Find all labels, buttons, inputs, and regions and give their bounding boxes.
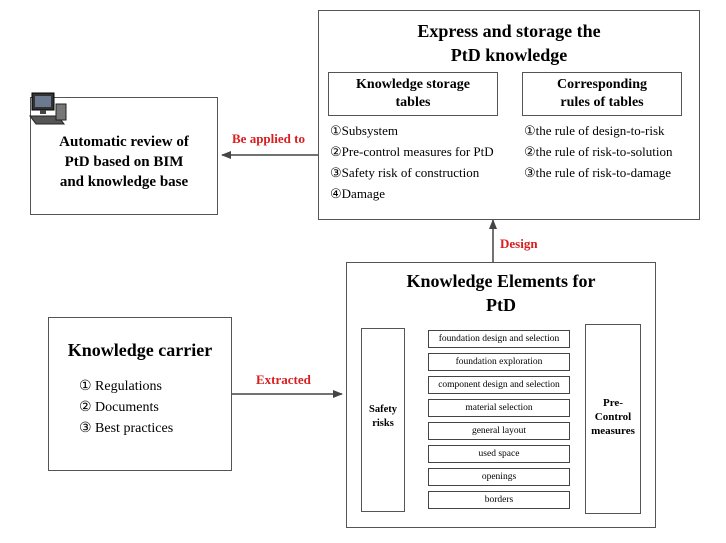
- design-label: Design: [500, 236, 538, 251]
- storage-item: ②Pre-control measures for PtD: [330, 144, 494, 159]
- express-title-line2: PtD knowledge: [450, 45, 568, 65]
- safety-risks-label: Safety risks: [369, 404, 397, 429]
- pre-control-label-line2: Control: [594, 411, 632, 423]
- rules-header-line2: rules of tables: [560, 95, 644, 110]
- rules-header-line1: Corresponding: [557, 77, 647, 92]
- review-line2: PtD based on BIM: [64, 154, 184, 170]
- element-item: openings: [428, 468, 570, 486]
- storage-item: ①Subsystem: [330, 123, 398, 138]
- storage-item: ③Safety risk of construction: [330, 165, 480, 180]
- carrier-title: Knowledge carrier: [67, 340, 213, 360]
- storage-header-line1: Knowledge storage: [356, 77, 470, 92]
- pre-control-column: Pre- Control measures: [585, 324, 641, 514]
- element-item: general layout: [428, 422, 570, 440]
- carrier-item: ① Regulations: [79, 379, 162, 394]
- carrier-item: ③ Best practices: [79, 421, 174, 436]
- element-item: borders: [428, 491, 570, 509]
- pre-control-label-line1: Pre-: [603, 397, 623, 409]
- extracted-label: Extracted: [256, 372, 311, 387]
- rules-list: ①the rule of design-to-risk ②the rule of…: [524, 120, 673, 183]
- storage-header-line2: tables: [395, 95, 431, 110]
- storage-item: ④Damage: [330, 186, 385, 201]
- storage-tables-list: ①Subsystem ②Pre-control measures for PtD…: [330, 120, 494, 204]
- elements-title-line1: Knowledge Elements for: [406, 271, 596, 291]
- pre-control-label-line3: measures: [591, 425, 635, 437]
- rule-item: ②the rule of risk-to-solution: [524, 144, 673, 159]
- element-item: foundation design and selection: [428, 330, 570, 348]
- applied-label: Be applied to: [232, 131, 305, 146]
- carrier-item: ② Documents: [79, 400, 159, 415]
- review-line1: Automatic review of: [59, 134, 189, 150]
- computer-icon: [29, 92, 67, 125]
- express-title-line1: Express and storage the: [417, 21, 601, 41]
- rule-item: ①the rule of design-to-risk: [524, 123, 665, 138]
- element-item: component design and selection: [428, 376, 570, 394]
- storage-tables-header: Knowledge storage tables: [328, 72, 498, 116]
- elements-title-line2: PtD: [486, 295, 516, 315]
- rules-header: Corresponding rules of tables: [522, 72, 682, 116]
- element-item: used space: [428, 445, 570, 463]
- safety-risks-column: Safety risks: [361, 328, 405, 512]
- carrier-list: ① Regulations ② Documents ③ Best practic…: [79, 376, 173, 439]
- rule-item: ③the rule of risk-to-damage: [524, 165, 672, 180]
- element-item: material selection: [428, 399, 570, 417]
- element-item: foundation exploration: [428, 353, 570, 371]
- knowledge-carrier-box: Knowledge carrier ① Regulations ② Docume…: [48, 317, 232, 471]
- review-line3: and knowledge base: [59, 174, 189, 190]
